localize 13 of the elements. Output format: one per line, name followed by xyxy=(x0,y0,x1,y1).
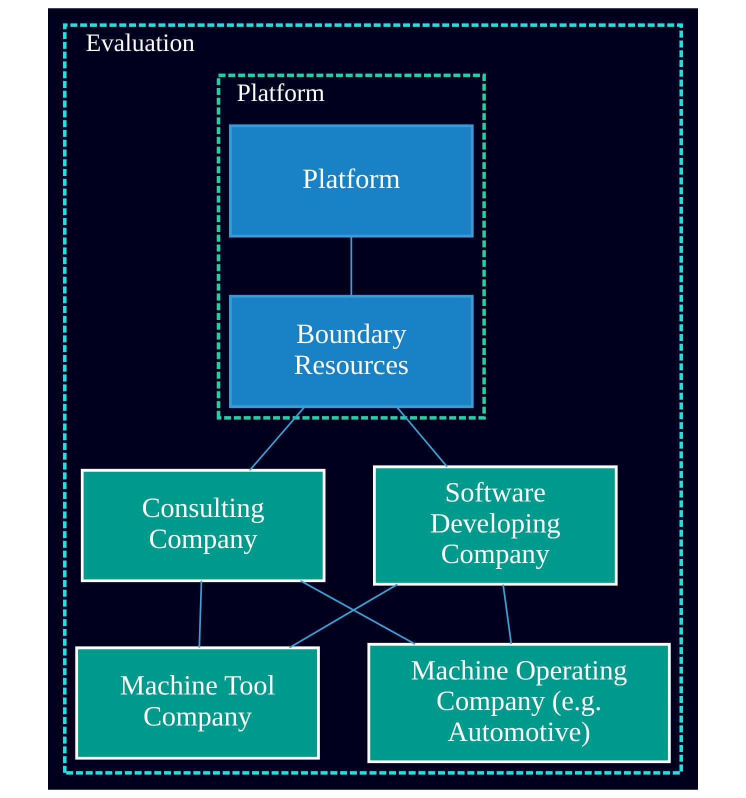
connector xyxy=(249,406,306,471)
node-box: Machine Operating Company (e.g. Automotive) xyxy=(367,642,671,764)
connector xyxy=(300,580,416,645)
node-box: Platform xyxy=(229,124,474,238)
node-box: Boundary Resources xyxy=(229,294,474,408)
connector xyxy=(502,584,512,644)
node-box: Software Developing Company xyxy=(373,465,618,586)
connector xyxy=(396,406,448,468)
node-box: Consulting Company xyxy=(80,468,326,582)
connector xyxy=(198,580,202,648)
connector xyxy=(350,236,352,296)
connector xyxy=(289,584,398,648)
node-box: Machine Tool Company xyxy=(75,646,320,760)
